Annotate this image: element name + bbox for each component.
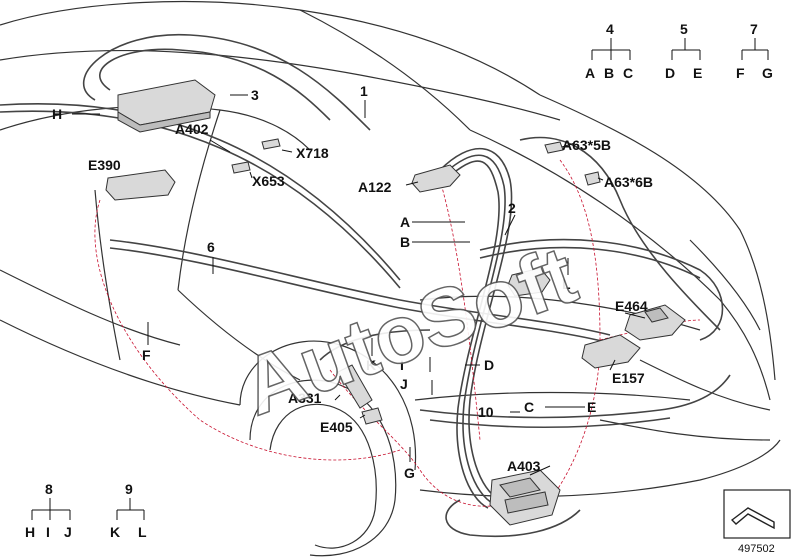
callout-g: G <box>404 465 415 481</box>
legend-5-item-e: E <box>693 65 702 81</box>
callout-l: L <box>562 276 571 292</box>
callout-f: F <box>142 347 151 363</box>
arrow-glyph-icon <box>730 507 775 530</box>
module-a122 <box>411 164 461 193</box>
callout-a63-5b: A63*5B <box>562 137 611 153</box>
callout-e: E <box>587 399 596 415</box>
legend-4-num: 4 <box>606 21 614 37</box>
legend-group-4: 4 A B C <box>585 21 633 81</box>
module-e157 <box>581 334 641 369</box>
callout-a402: A402 <box>175 121 209 137</box>
car-body-outline <box>0 0 781 557</box>
callout-labels: 1 3 H A402 X718 E390 X653 A122 A63*5B A6… <box>52 83 653 481</box>
callout-a403: A403 <box>507 458 541 474</box>
callout-k: K <box>366 357 376 373</box>
legend-4-item-a: A <box>585 65 595 81</box>
callout-e390: E390 <box>88 157 121 173</box>
callout-e464: E464 <box>615 298 648 314</box>
connector-x718 <box>261 138 281 150</box>
legend-5-num: 5 <box>680 21 688 37</box>
legend-8-item-j: J <box>64 524 72 540</box>
module-a402 <box>117 79 216 133</box>
callout-a331: A331 <box>288 390 322 406</box>
module-2 <box>507 267 551 297</box>
callout-a63-6b: A63*6B <box>604 174 653 190</box>
module-a403 <box>489 469 561 526</box>
part-number: 497502 <box>738 543 775 555</box>
callout-x718: X718 <box>296 145 329 161</box>
harness-routes <box>0 33 731 538</box>
legend-9-item-k: K <box>110 524 120 540</box>
legend-8-item-i: I <box>46 524 50 540</box>
legend-5-item-d: D <box>665 65 675 81</box>
callout-10: 10 <box>478 404 494 420</box>
callout-i: I <box>400 357 404 373</box>
legend-8-num: 8 <box>45 481 53 497</box>
module-e464 <box>624 304 686 341</box>
legend-4-item-c: C <box>623 65 633 81</box>
callout-a: A <box>400 214 410 230</box>
callout-h: H <box>52 106 62 122</box>
legend-7-item-f: F <box>736 65 745 81</box>
connector-e405 <box>361 407 383 425</box>
legend-7-num: 7 <box>750 21 758 37</box>
callout-2: 2 <box>508 200 516 216</box>
legend-4-item-b: B <box>604 65 614 81</box>
callout-c: C <box>524 399 534 415</box>
part-number-block: 497502 <box>723 489 791 555</box>
module-a331 <box>337 364 373 409</box>
legend-group-7: 7 F G <box>736 21 773 81</box>
legend-9-item-l: L <box>138 524 147 540</box>
callout-1: 1 <box>360 83 368 99</box>
callout-3: 3 <box>251 87 259 103</box>
callout-x653: X653 <box>252 173 285 189</box>
callout-e405: E405 <box>320 419 353 435</box>
legend-8-item-h: H <box>25 524 35 540</box>
callout-a122: A122 <box>358 179 392 195</box>
legend-group-8: 8 H I J <box>25 481 72 540</box>
callout-b: B <box>400 234 410 250</box>
callout-d: D <box>484 357 494 373</box>
components <box>105 79 686 526</box>
callout-e157: E157 <box>612 370 645 386</box>
legend-group-5: 5 D E <box>665 21 702 81</box>
callout-6: 6 <box>207 239 215 255</box>
connector-x653 <box>231 161 251 174</box>
connector-a63-6b <box>584 171 601 186</box>
callout-j: J <box>400 376 408 392</box>
leader-lines <box>72 94 646 476</box>
legend-7-item-g: G <box>762 65 773 81</box>
connector-a63-5b <box>544 141 564 154</box>
legend-9-num: 9 <box>125 481 133 497</box>
legend-group-9: 9 K L <box>110 481 147 540</box>
module-e390 <box>105 169 176 201</box>
